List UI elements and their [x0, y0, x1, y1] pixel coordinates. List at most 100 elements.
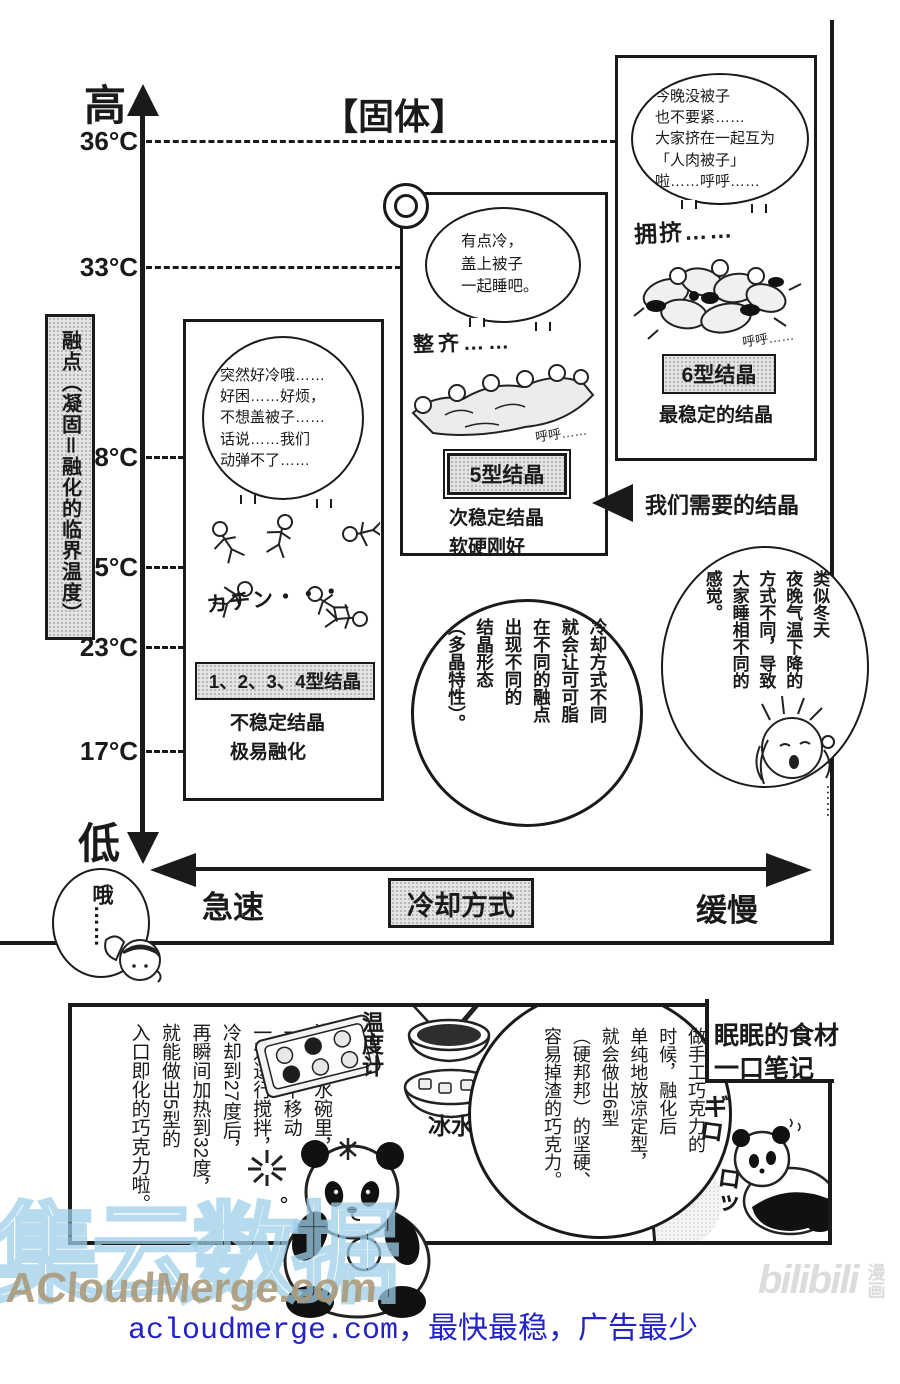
- chocolate-mold-drawing: [244, 1007, 394, 1109]
- x-axis-line: [170, 867, 770, 871]
- analogy-line: 方式不同，导致: [756, 570, 776, 689]
- bubble-tail: [681, 200, 697, 209]
- page-title: 【固体】: [322, 96, 467, 137]
- dashline-33c: [146, 266, 401, 269]
- note-panel-content: 泡在冰水碗里， 一边上下移动 一边进行搅拌， 冷却到27度后， 再瞬间加热到32…: [72, 1007, 828, 1241]
- crystal5-caption: 次稳定结晶 软硬刚好: [449, 505, 544, 562]
- explain-line: 出现不同的: [503, 618, 523, 706]
- tick-17c: 17°C: [79, 736, 138, 766]
- sleeping-row-drawing: [405, 353, 603, 445]
- note-right-line: 就会做出6型: [599, 1027, 620, 1128]
- frozen-people-drawing: [190, 504, 386, 654]
- note-left-line: 就能做出5型的: [159, 1023, 181, 1148]
- dashline-17c: [146, 750, 184, 753]
- crystal14-caption-line: 极易融化: [230, 741, 307, 763]
- analogy-bubble-text: 类似冬天 夜晚气温下降的 方式不同，导致 大家睡相不同的 感觉。: [698, 570, 832, 765]
- analogy-line: 大家睡相不同的: [729, 570, 749, 689]
- y-axis-low-label: 低: [78, 820, 121, 867]
- note-panel-notch: [705, 999, 834, 1083]
- note-left-line: 冷却到27度后，: [219, 1023, 241, 1159]
- x-axis-slow-label: 缓慢: [696, 893, 758, 928]
- bubble-tail: [316, 499, 332, 508]
- tick-33c: 33°C: [79, 252, 138, 282]
- crystal5-bubble-line: 盖上被子: [461, 255, 524, 273]
- bilibili-logo: bilibili 漫画: [758, 1258, 889, 1303]
- crystal14-bubble-line: 突然好冷哦……: [220, 366, 326, 384]
- note-right-bubble: [468, 1007, 732, 1239]
- best-mark-icon-inner: [394, 194, 418, 218]
- crystal6-bubble-line: 啦……呼呼……: [655, 172, 761, 190]
- crystal5-bubble-line: 有点冷，: [461, 233, 524, 251]
- crystal5-speech-bubble: 有点冷， 盖上被子 一起睡吧。: [425, 207, 581, 331]
- crystal6-bubble-line: 也不要紧……: [655, 109, 746, 127]
- x-axis-fast-label: 急速: [202, 890, 264, 925]
- big-panda-drawing: [252, 1136, 462, 1321]
- crystal14-caption-line: 不稳定结晶: [230, 713, 326, 734]
- crystal5-caption-line: 软硬刚好: [449, 536, 526, 558]
- note-right-bubble-text: 做手工巧克力的 时候，融化后 单纯地放凉定型， 就会做出6型 （硬邦邦）的坚硬、…: [492, 1027, 710, 1227]
- crystal5-caption-line: 次稳定结晶: [449, 508, 545, 529]
- bilibili-logo-text: bilibili: [758, 1258, 860, 1302]
- thermometer-label: 温度计: [359, 1011, 384, 1077]
- dashline-36c: [146, 140, 616, 143]
- note-title: 眠眠的食材 一口笔记: [714, 1020, 839, 1086]
- bilibili-logo-suffix: 漫画: [865, 1263, 886, 1299]
- needed-arrow-icon: [592, 484, 633, 522]
- dashline-23c: [146, 646, 184, 649]
- crystal6-speech-bubble: 今晚没被子 也不要紧…… 大家挤在一起互为 「人肉被子」 啦……呼呼……: [631, 73, 809, 213]
- crystal6-label: 6型结晶: [662, 354, 776, 394]
- melting-point-note: 融点（凝固＝融化的临界温度）: [45, 314, 95, 640]
- explain-line: 就会让可可脂: [559, 618, 580, 723]
- ice-water-label: 冰水: [428, 1113, 474, 1139]
- crystal14-label: 1、2、3、4型结晶: [195, 662, 375, 700]
- crystal14-bubble-line: 不想盖被子……: [220, 409, 326, 427]
- page-border-right: [830, 20, 834, 945]
- bubble-tail: [535, 322, 551, 331]
- analogy-trail-dots: ……: [823, 784, 842, 818]
- dashline-25c: [146, 566, 184, 569]
- analogy-line: 夜晚气温下降的: [783, 570, 803, 689]
- sparkle-icon: [242, 1142, 292, 1216]
- analogy-line: 类似冬天: [810, 570, 830, 638]
- crystal6-bubble-line: 今晚没被子: [655, 87, 731, 105]
- small-panda-drawing: [724, 1113, 828, 1239]
- x-axis-arrow-right-icon: [766, 853, 812, 887]
- oh-bubble-text: 哦……: [90, 884, 113, 947]
- note-right-line: （硬邦邦）的坚硬、: [570, 1027, 591, 1189]
- peeking-girl-drawing: [96, 926, 174, 990]
- analogy-line: 感觉。: [702, 570, 722, 621]
- note-title-line: 一口笔记: [714, 1055, 815, 1083]
- explain-line: 冷却方式不同: [588, 618, 609, 723]
- bubble-tail: [240, 495, 256, 504]
- explain-line: 结晶形态: [474, 618, 495, 688]
- note-right-line: 时候，融化后: [657, 1027, 678, 1135]
- note-left-line: 再瞬间加热到32度，: [189, 1023, 211, 1197]
- watermark-big-text: 集云数据: [0, 1192, 402, 1317]
- watermark-tagline: acloudmerge.com，最快最稳，广告最少: [128, 1314, 699, 1348]
- bubble-tail: [751, 204, 767, 213]
- bubble-tail: [469, 318, 485, 327]
- melting-point-note-text: 融点（凝固＝融化的临界温度）: [58, 330, 81, 624]
- crystal14-bubble-line: 动弹不了……: [220, 451, 311, 469]
- crystal5-panel: 有点冷， 盖上被子 一起睡吧。 整齐…… 呼呼…… 5型结晶 次稳定结晶 软硬刚…: [400, 192, 608, 558]
- x-axis-title-box: 冷却方式: [388, 878, 534, 928]
- tick-36c: 36°C: [79, 126, 138, 156]
- explain-bubble-text: 冷却方式不同 就会让可可脂 在不同的融点 出现不同的 结晶形态 （多晶特性）。: [442, 618, 612, 808]
- note-left-line: 入口即化的巧克力啦。: [128, 1023, 150, 1213]
- dashline-28c: [146, 456, 184, 459]
- crystal5-label: 5型结晶: [443, 449, 571, 499]
- crystal14-bubble-line: 话说……我们: [220, 430, 311, 448]
- y-axis-high-label: 高: [84, 82, 127, 129]
- crystal14-speech-bubble: 突然好冷哦…… 好困……好烦， 不想盖被子…… 话说……我们 动弹不了……: [202, 336, 364, 508]
- crystal6-bubble-line: 「人肉被子」: [655, 151, 746, 169]
- crystal14-panel: 突然好冷哦…… 好困……好烦， 不想盖被子…… 话说……我们 动弹不了…… カチ…: [183, 319, 386, 801]
- crystal14-bubble-line: 好困……好烦，: [220, 388, 326, 406]
- note-right-line: 做手工巧克力的: [686, 1027, 706, 1153]
- crystal6-bubble-line: 大家挤在一起互为: [655, 130, 776, 148]
- sleepy-girl-face-drawing: [740, 690, 852, 798]
- explain-bubble: 冷却方式不同 就会让可可脂 在不同的融点 出现不同的 结晶形态 （多晶特性）。: [411, 599, 643, 827]
- needed-label: 我们需要的结晶: [645, 493, 800, 518]
- crystal14-caption: 不稳定结晶 极易融化: [230, 710, 325, 767]
- crystal6-panel: 今晚没被子 也不要紧…… 大家挤在一起互为 「人肉被子」 啦……呼呼…… 拥挤……: [615, 55, 817, 461]
